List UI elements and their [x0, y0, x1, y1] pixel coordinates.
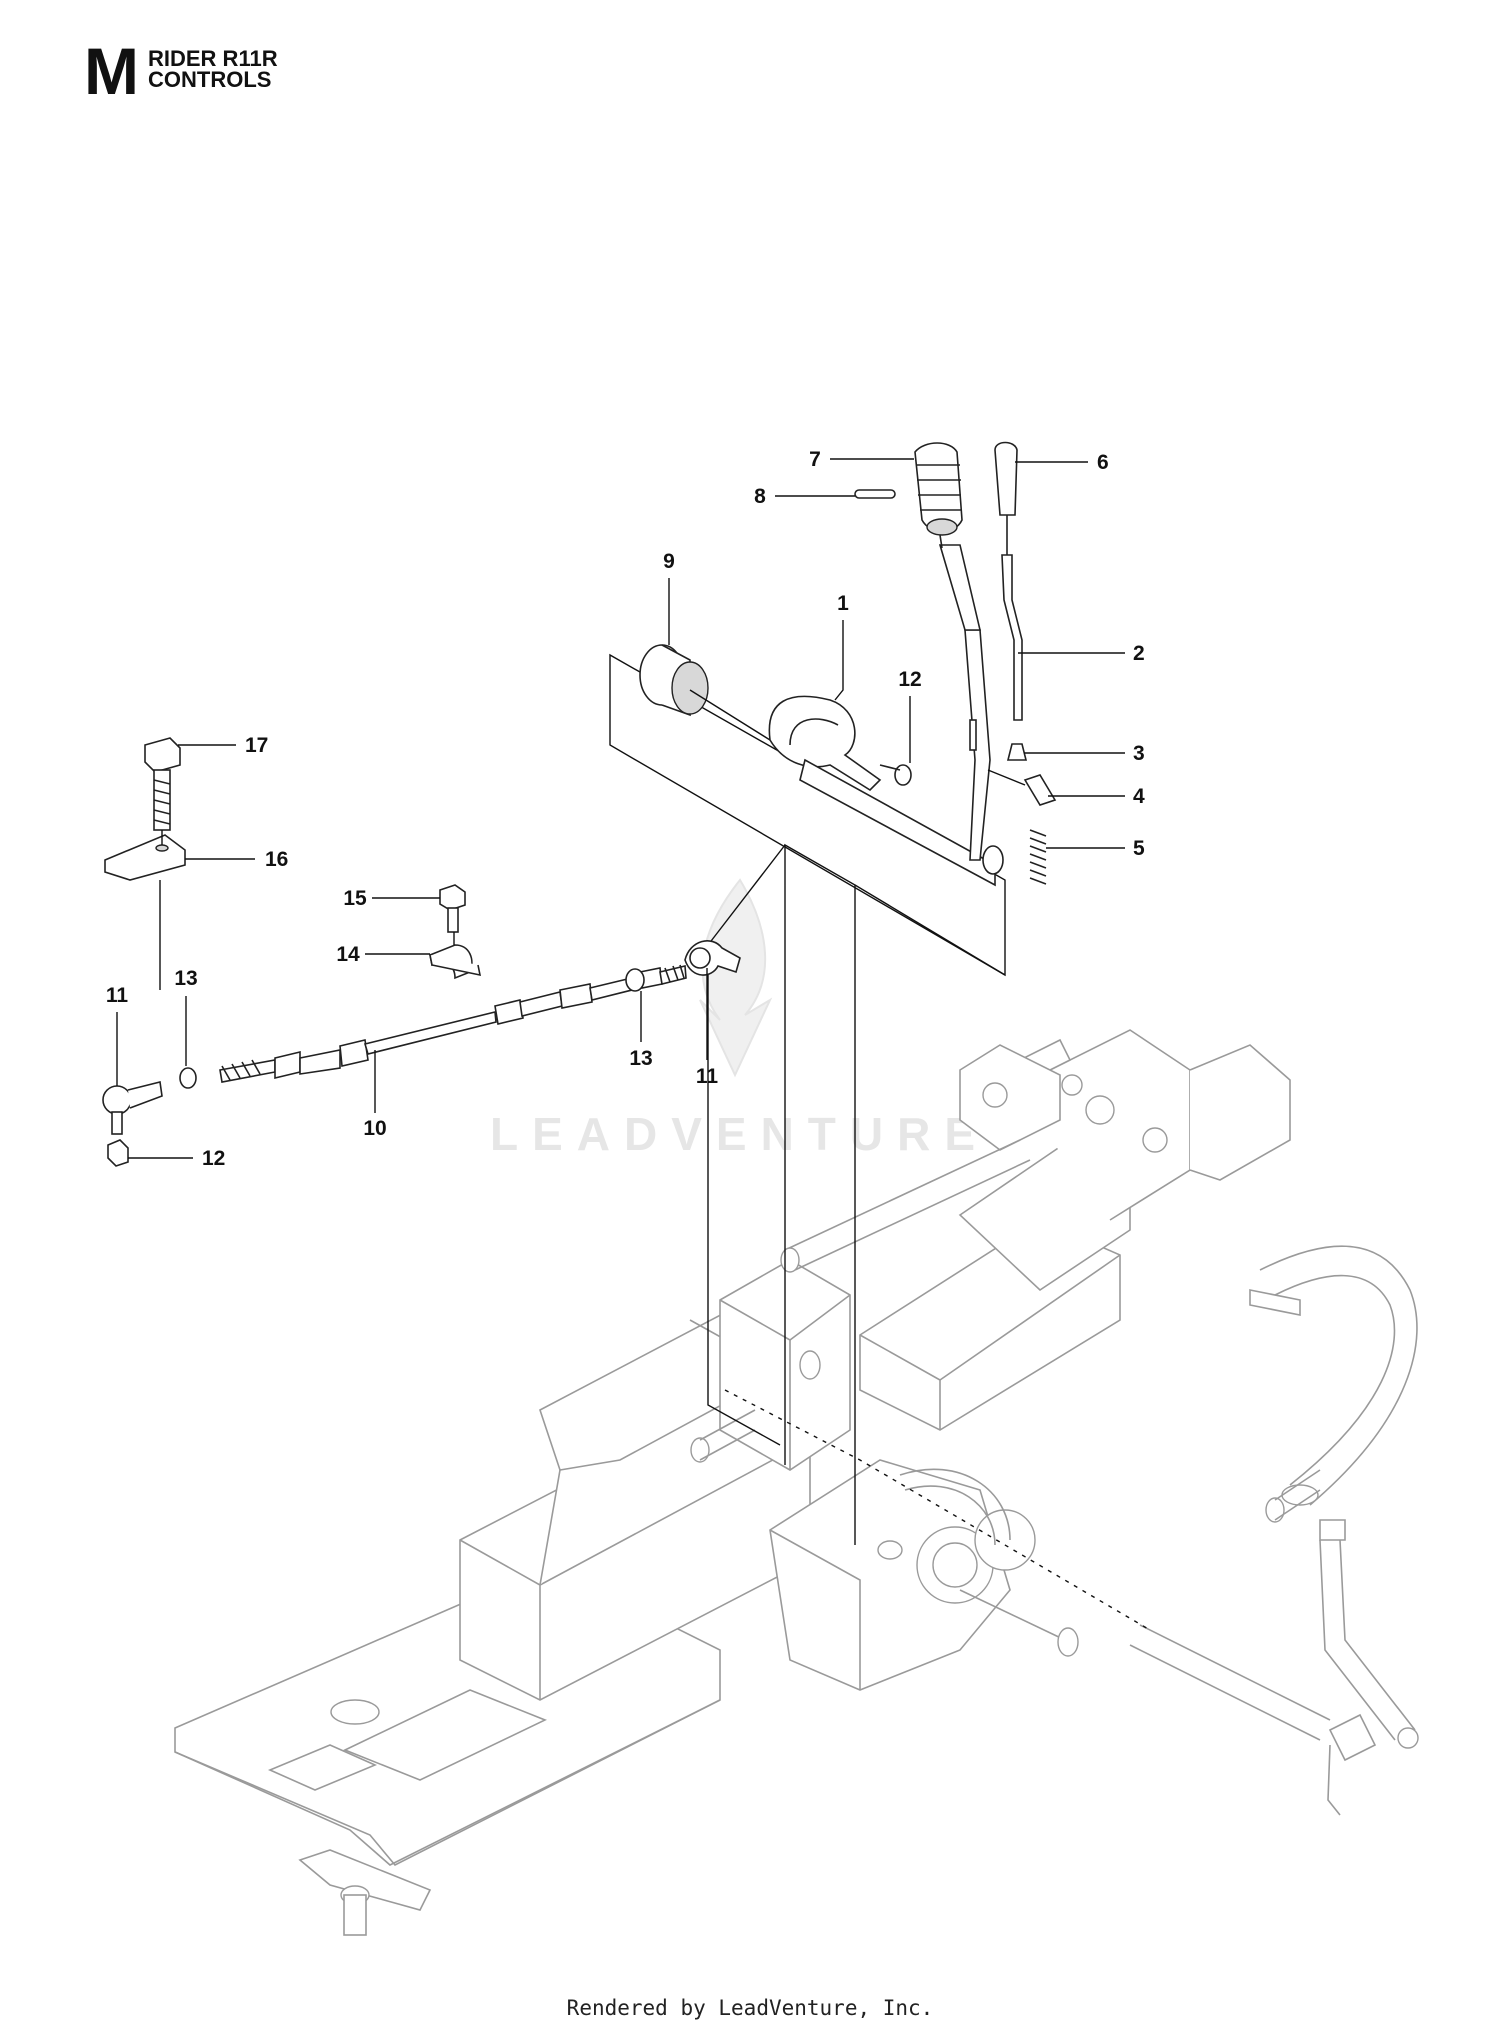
watermark-text: LEADVENTURE	[490, 1108, 989, 1160]
part-11-ball-joint-right	[684, 940, 741, 976]
part-11-ball-joint-left	[102, 1081, 163, 1135]
part-7-knob	[914, 442, 963, 549]
part-6-cap	[994, 441, 1018, 555]
part-15-bolt	[439, 884, 466, 933]
svg-text:8: 8	[754, 485, 766, 508]
callout-11-right: 11	[696, 968, 719, 1088]
part-8-pin	[854, 489, 896, 499]
callout-14: 14	[336, 943, 430, 966]
part-12-nut-upper	[879, 764, 912, 786]
callout-13-right: 13	[629, 991, 653, 1070]
watermark-logo-icon	[699, 878, 773, 1078]
part-1-control-lever	[768, 544, 1004, 887]
svg-text:9: 9	[663, 550, 675, 573]
callout-1: 1	[834, 592, 849, 701]
part-13-nut-right	[625, 968, 645, 992]
callout-12-lower: 12	[128, 1147, 225, 1170]
callout-10: 10	[363, 1050, 387, 1140]
part-2-rod	[1001, 554, 1023, 721]
callout-7: 7	[809, 448, 914, 471]
part-9-bushing	[639, 644, 709, 717]
svg-text:1: 1	[837, 592, 849, 615]
callout-3: 3	[1024, 742, 1145, 765]
part-10-cable	[219, 964, 687, 1083]
svg-text:6: 6	[1097, 451, 1109, 474]
part-3-retainer	[1006, 743, 1028, 761]
callout-17: 17	[178, 734, 268, 757]
part-17-bolt	[144, 737, 181, 831]
svg-text:2: 2	[1133, 642, 1145, 665]
svg-text:11: 11	[106, 984, 129, 1007]
callout-11-left: 11	[106, 984, 129, 1086]
svg-text:4: 4	[1133, 785, 1145, 808]
part-13-nut-left	[179, 1067, 197, 1089]
svg-text:17: 17	[245, 734, 268, 757]
svg-text:12: 12	[898, 668, 921, 691]
callout-5: 5	[1046, 837, 1145, 860]
callout-15: 15	[343, 887, 440, 910]
section-title: CONTROLS	[148, 67, 272, 92]
part-5-spring	[1029, 829, 1047, 885]
section-letter: M	[84, 34, 139, 108]
callout-13-left: 13	[174, 967, 198, 1066]
svg-text:3: 3	[1133, 742, 1145, 765]
part-4-plate	[987, 769, 1057, 806]
svg-text:13: 13	[629, 1047, 652, 1070]
svg-text:5: 5	[1133, 837, 1145, 860]
svg-text:16: 16	[265, 848, 288, 871]
svg-text:13: 13	[174, 967, 197, 990]
svg-text:15: 15	[343, 887, 367, 910]
callout-6: 6	[1015, 451, 1109, 474]
chassis-frame	[174, 1029, 1419, 1936]
watermark: LEADVENTURE	[490, 878, 989, 1160]
callout-12-upper: 12	[898, 668, 922, 763]
svg-text:11: 11	[696, 1065, 719, 1088]
render-credit: Rendered by LeadVenture, Inc.	[566, 1996, 934, 2020]
callout-2: 2	[1018, 642, 1145, 665]
svg-text:10: 10	[363, 1117, 386, 1140]
model-title: RIDER R11R	[148, 46, 278, 71]
part-16-bracket	[104, 834, 186, 881]
part-14-clamp	[429, 944, 482, 980]
callout-9: 9	[663, 550, 675, 645]
svg-text:14: 14	[336, 943, 360, 966]
callout-4: 4	[1048, 785, 1145, 808]
callout-16: 16	[185, 848, 288, 871]
svg-text:7: 7	[809, 448, 821, 471]
callout-8: 8	[754, 485, 855, 508]
svg-text:12: 12	[202, 1147, 225, 1170]
part-12-nut-lower	[107, 1139, 129, 1167]
